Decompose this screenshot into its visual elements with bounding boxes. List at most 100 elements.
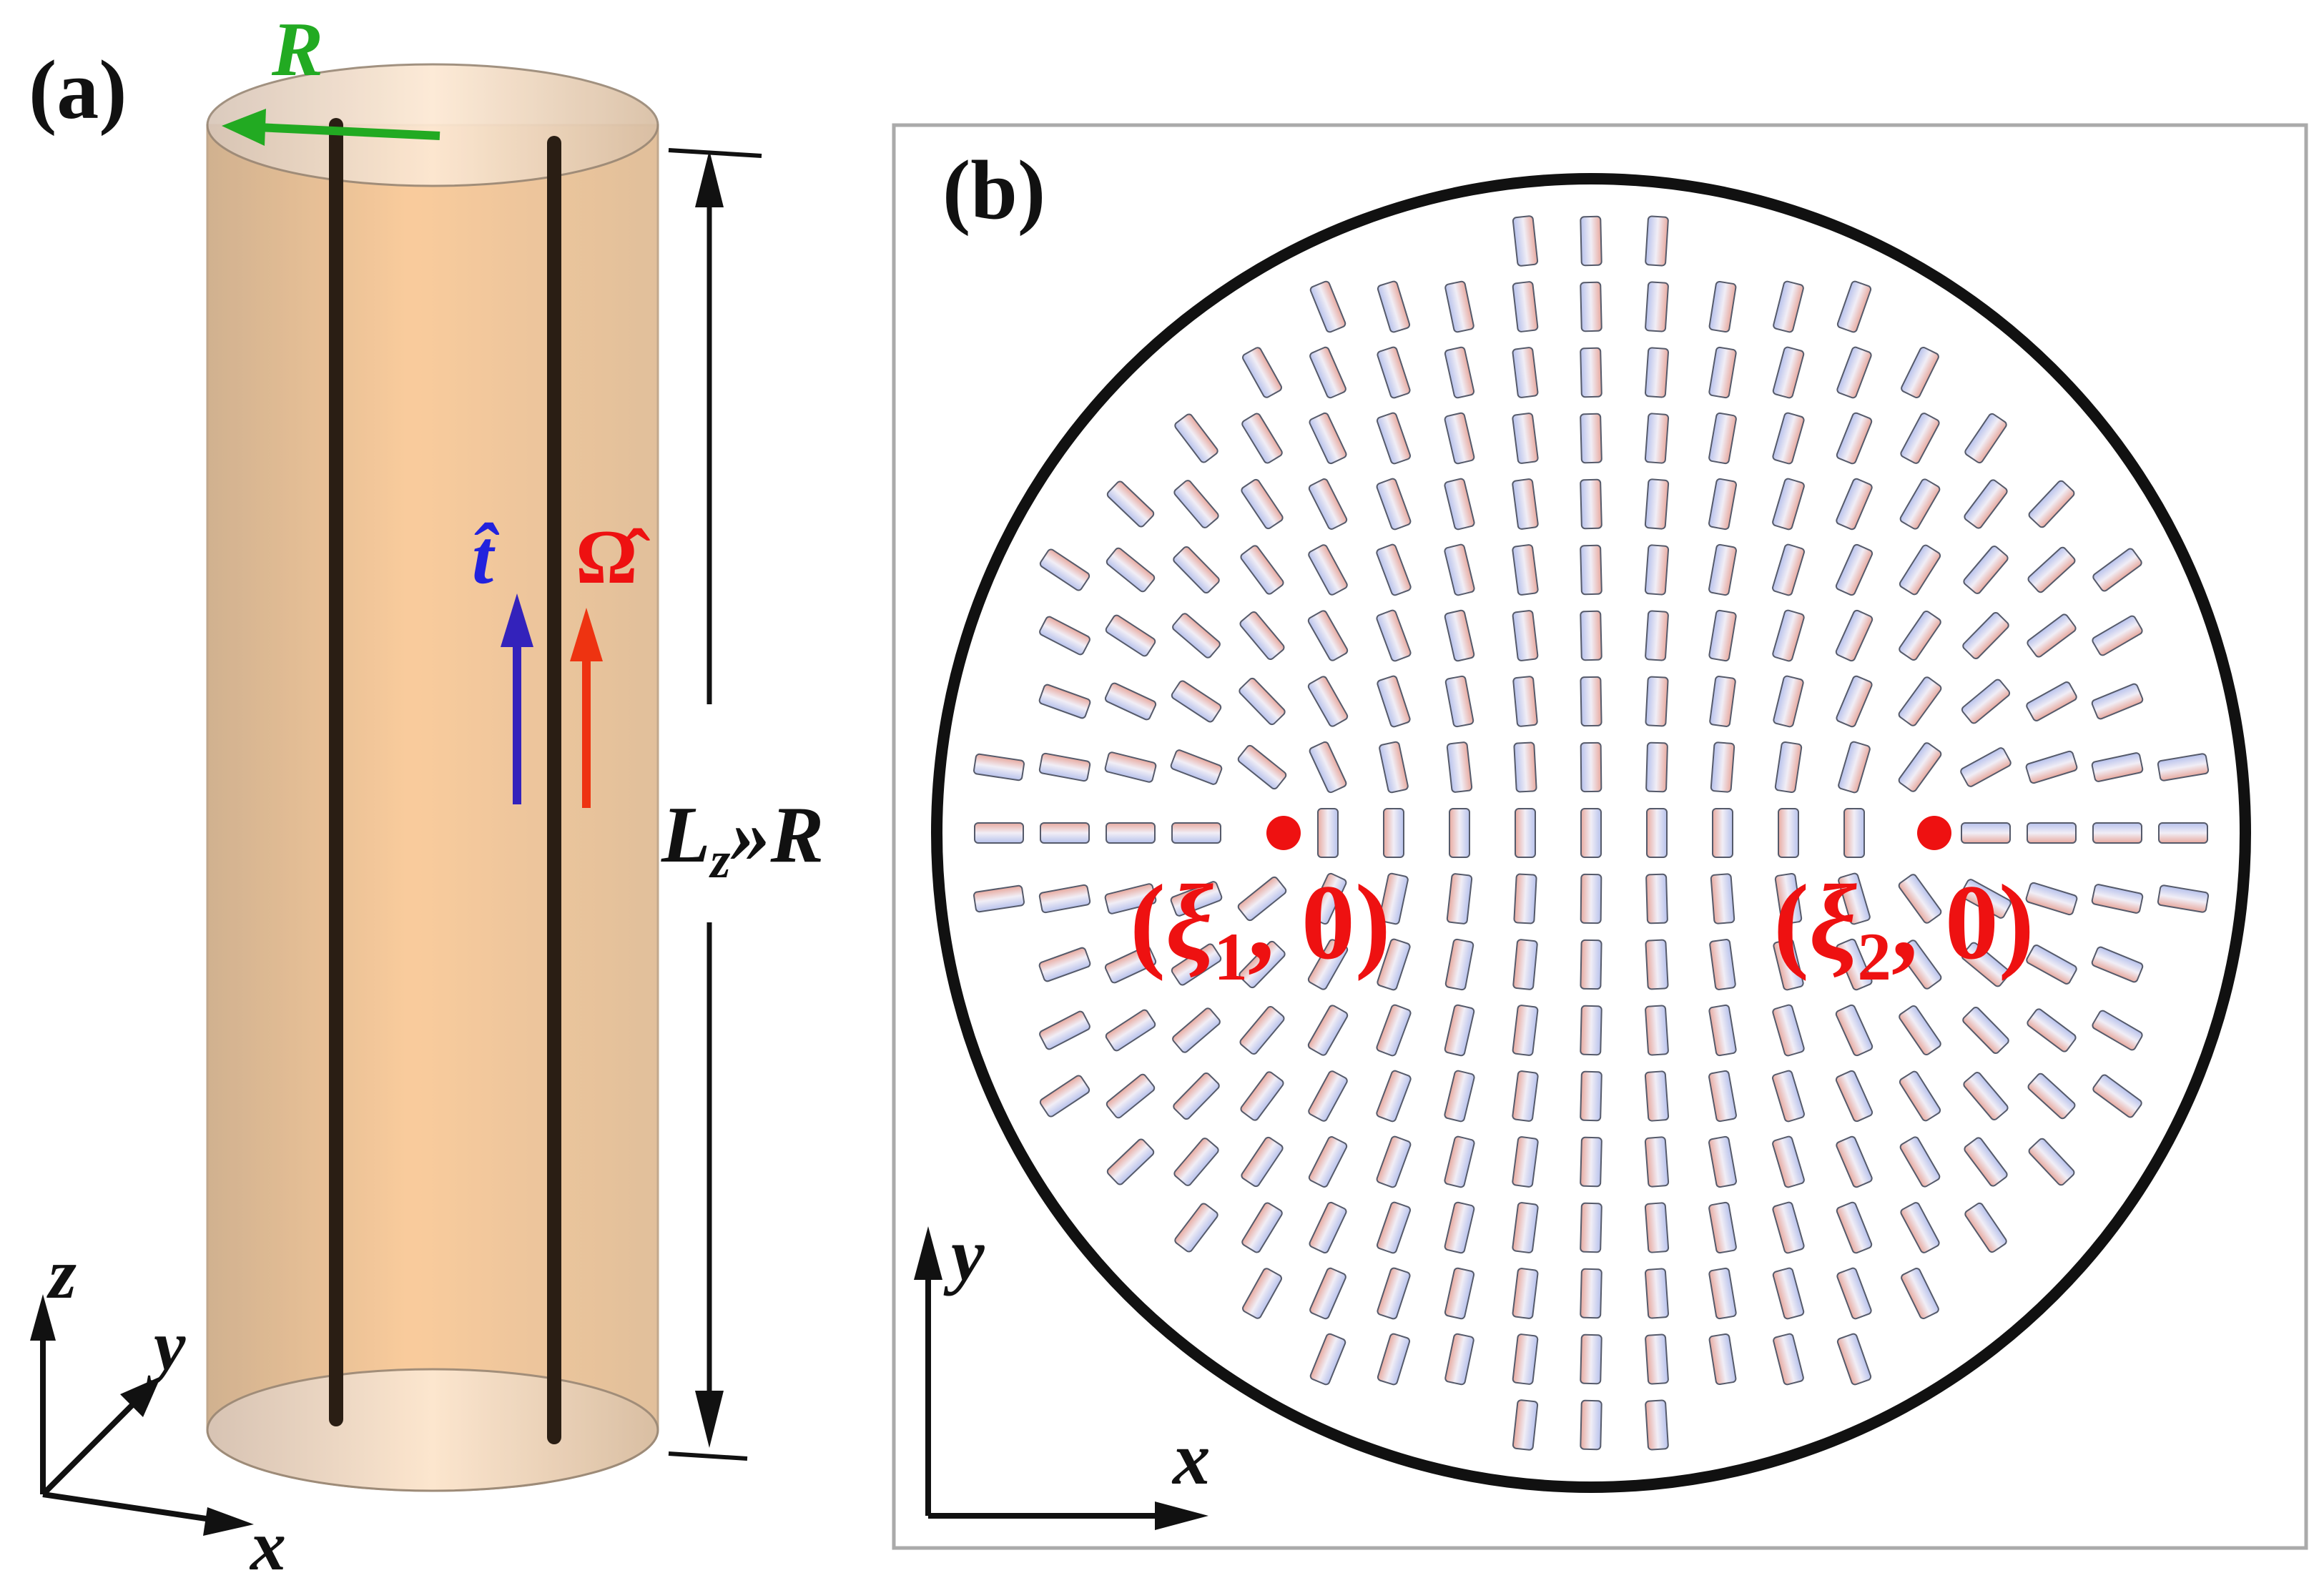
director-rod — [1836, 1201, 1873, 1254]
director-rod — [1960, 879, 2012, 919]
director-rod — [1170, 881, 1223, 917]
director-rod — [1898, 742, 1942, 792]
director-rod — [1580, 1136, 1602, 1188]
director-rod — [1444, 675, 1474, 728]
cylinder-bottom-cap — [206, 1368, 659, 1492]
panel-b-label: (b) — [942, 143, 1045, 237]
director-rod — [1580, 1333, 1602, 1385]
director-rod — [1964, 413, 2007, 464]
director-rod — [1710, 873, 1735, 924]
director-rod — [1309, 1267, 1346, 1320]
director-rod — [1512, 281, 1539, 332]
director-rod — [1772, 1135, 1805, 1188]
director-rod — [1309, 872, 1347, 925]
director-rod — [1709, 676, 1736, 727]
director-rod — [1962, 611, 2009, 660]
director-rod — [1376, 478, 1412, 531]
director-rod — [1645, 676, 1669, 727]
director-rod — [1901, 347, 1939, 398]
director-rod — [1898, 676, 1942, 726]
director-rod — [1512, 610, 1539, 661]
director-rod — [1838, 872, 1871, 925]
cylinder-top-cap — [206, 63, 659, 187]
director-rod — [1444, 1333, 1474, 1386]
director-rod — [1708, 1201, 1737, 1254]
director-rod — [1309, 1201, 1347, 1254]
director-rod — [1644, 478, 1670, 530]
director-rod — [1309, 741, 1347, 794]
director-rod — [2091, 683, 2144, 720]
director-rod — [1645, 1005, 1669, 1056]
director-rod — [1377, 346, 1411, 399]
director-rod — [1242, 347, 1282, 398]
director-rod — [1645, 939, 1669, 990]
director-rod — [1645, 1333, 1669, 1385]
director-rod — [1377, 675, 1411, 728]
director-rod — [974, 822, 1024, 844]
director-rod — [1962, 1006, 2009, 1055]
director-rod — [2157, 884, 2210, 913]
director-rod — [1835, 1070, 1874, 1123]
director-rod — [2092, 1010, 2143, 1051]
director-rod — [1242, 1268, 1282, 1319]
axis-z-label: z — [46, 1234, 77, 1313]
director-rod — [1964, 479, 2008, 529]
director-rod — [1444, 543, 1475, 596]
director-rod — [1379, 741, 1409, 794]
director-rod — [1708, 1135, 1737, 1188]
director-rod — [1773, 280, 1804, 333]
director-rod — [1835, 1004, 1874, 1057]
director-rod — [1307, 939, 1349, 990]
director-rod — [1444, 1267, 1475, 1320]
director-rod — [1512, 1202, 1539, 1253]
director-rod — [1963, 1072, 2009, 1120]
director-rod — [1708, 280, 1737, 333]
director-rod — [1708, 1004, 1737, 1057]
director-rod — [2092, 615, 2143, 656]
director-rod — [1899, 1070, 1941, 1122]
director-rod — [1512, 1136, 1539, 1188]
director-rod — [1580, 808, 1602, 858]
director-rod — [1901, 1268, 1939, 1319]
director-rod — [1446, 741, 1473, 793]
director-rod — [1377, 1267, 1411, 1320]
director-rod — [1708, 1267, 1737, 1320]
director-rod — [1964, 1137, 2008, 1187]
director-rod — [2158, 822, 2208, 844]
director-rod — [1835, 543, 1874, 596]
director-rod — [2028, 1138, 2075, 1186]
director-rod — [1173, 1072, 1220, 1120]
director-rod — [1580, 1399, 1602, 1451]
director-rod — [1708, 346, 1737, 399]
director-rod — [1377, 280, 1411, 333]
director-rod — [1774, 872, 1803, 925]
director-rod — [1580, 215, 1602, 267]
director-rod — [1964, 1202, 2007, 1253]
director-rod — [1039, 548, 1090, 591]
director-rod — [1171, 680, 1222, 723]
director-rod — [1376, 412, 1412, 465]
director-rod — [1773, 675, 1804, 728]
director-rod — [1963, 546, 2009, 594]
director-rod — [1172, 613, 1221, 659]
director-rod — [2028, 480, 2075, 528]
director-rod — [1899, 1136, 1941, 1188]
director-rod — [1173, 1138, 1219, 1186]
director-rod — [2091, 946, 2144, 983]
director-rod — [1239, 1005, 1285, 1055]
director-rod — [1580, 939, 1602, 990]
director-rod — [1376, 543, 1412, 596]
director-rod — [1444, 1004, 1475, 1057]
director-rod — [1580, 413, 1602, 464]
director-rod — [1836, 675, 1873, 728]
director-rod — [1580, 1268, 1602, 1319]
director-rod — [1772, 1070, 1805, 1123]
director-rod — [1444, 1201, 1475, 1254]
director-rod — [1106, 822, 1156, 844]
director-rod — [1308, 544, 1348, 596]
director-rod — [2026, 681, 2077, 721]
director-rod — [1444, 938, 1474, 991]
director-rod — [1580, 1005, 1602, 1056]
director-rod — [1835, 609, 1874, 662]
director-rod — [2157, 753, 2210, 781]
